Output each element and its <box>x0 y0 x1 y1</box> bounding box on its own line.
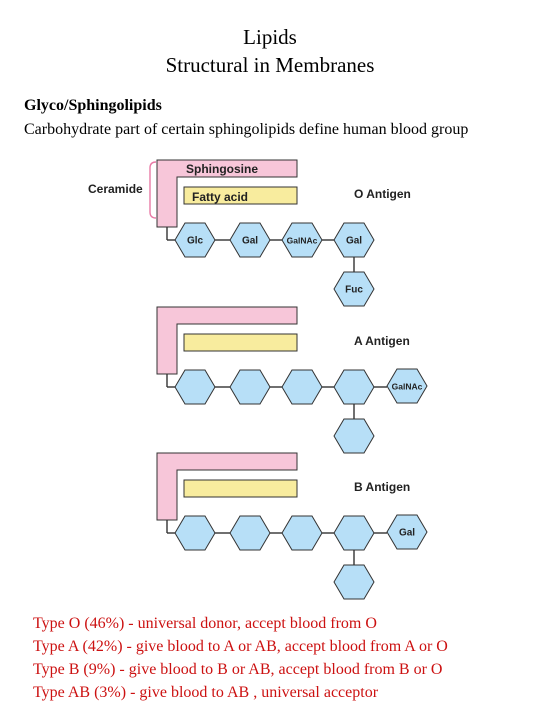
antigen-0-sugar-3 <box>333 222 375 258</box>
antigen-1-branch-sugar <box>333 418 375 454</box>
antigen-1-fatty-acid <box>183 333 298 352</box>
section-description: Carbohydrate part of certain sphingolipi… <box>24 121 469 138</box>
antigen-0-branch-sugar <box>333 271 375 307</box>
antigen-2-sugar-2 <box>281 515 323 551</box>
sphingosine-label: Sphingosine <box>186 162 258 176</box>
blood-type-legend: Type O (46%) - universal donor, accept b… <box>33 612 448 704</box>
antigen-2-extra-sugar-label: Gal <box>399 528 415 539</box>
antigen-1-sugar-3 <box>333 369 375 405</box>
antigen-0-fatty-acid <box>183 186 298 205</box>
antigen-2-extra-sugar <box>386 514 428 550</box>
antigen-2-fatty-acid <box>183 479 298 498</box>
antigen-0-name: O Antigen <box>354 187 411 201</box>
section-heading: Glyco/Sphingolipids <box>24 97 162 114</box>
antigen-0-sugar-1-label: Gal <box>242 236 258 247</box>
antigen-0-sphingosine <box>156 159 298 228</box>
antigen-0-sugar-3-label: Gal <box>346 236 362 247</box>
antigen-0-sugar-1 <box>229 222 271 258</box>
antigen-0-sugar-2 <box>281 222 323 258</box>
antigen-1-sugar-1 <box>229 369 271 405</box>
legend-item-type-ab: Type AB (3%) - give blood to AB , univer… <box>33 684 379 701</box>
antigen-1-extra-sugar-label: GalNAc <box>392 381 423 391</box>
legend-item-type-a: Type A (42%) - give blood to A or AB, ac… <box>33 638 448 655</box>
antigen-1-name: A Antigen <box>354 334 410 348</box>
legend-item-type-o: Type O (46%) - universal donor, accept b… <box>33 615 377 632</box>
antigen-0-sugar-0 <box>174 222 216 258</box>
fatty-acid-label: Fatty acid <box>192 190 248 204</box>
ceramide-bracket <box>149 161 157 219</box>
antigen-2-sugar-0 <box>174 515 216 551</box>
antigen-1-extra-sugar <box>386 368 428 404</box>
antigen-2-sphingosine <box>156 452 298 521</box>
antigen-0-sugar-0-label: Glc <box>187 236 204 247</box>
page-title-line1: Lipids <box>243 25 297 49</box>
page-title-line2: Structural in Membranes <box>165 53 375 77</box>
antigen-2-sugar-3 <box>333 515 375 551</box>
antigen-0-branch-sugar-label: Fuc <box>345 285 363 296</box>
legend-item-type-b: Type B (9%) - give blood to B or AB, acc… <box>33 661 443 678</box>
antigen-1-sphingosine <box>156 306 298 375</box>
antigen-2-branch-sugar <box>333 564 375 600</box>
antigen-2-sugar-1 <box>229 515 271 551</box>
ceramide-label: Ceramide <box>88 182 143 196</box>
antigen-1-sugar-2 <box>281 369 323 405</box>
antigen-0-sugar-2-label: GalNAc <box>287 235 318 245</box>
antigen-2-name: B Antigen <box>354 480 410 494</box>
antigen-1-sugar-0 <box>174 369 216 405</box>
